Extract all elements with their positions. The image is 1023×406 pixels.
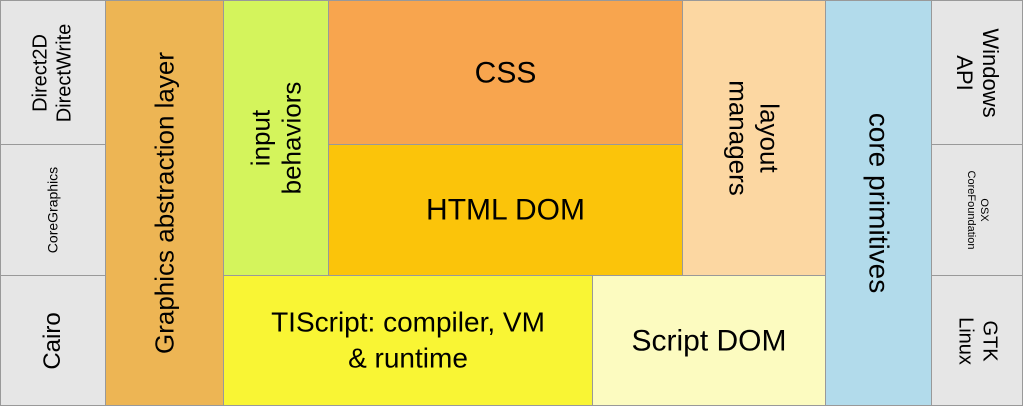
platform-windows: Windows API — [931, 0, 1023, 145]
core-primitives: core primitives — [825, 0, 932, 406]
backend-cairo-label: Cairo — [38, 311, 66, 370]
input-behaviors-line-1: input — [245, 109, 276, 167]
script-dom-block: Script DOM — [592, 275, 826, 406]
input-behaviors-label: input behaviors — [245, 82, 306, 195]
backend-direct2d-line-2: DirectWrite — [53, 23, 75, 122]
platform-linux-label: GTK Linux — [953, 316, 1001, 365]
input-behaviors: input behaviors — [223, 0, 329, 276]
backend-coregraphics-label: CoreGraphics — [44, 166, 61, 254]
platform-osx-label: OSX CoreFoundation — [964, 171, 990, 250]
layout-managers: layout managers — [682, 0, 826, 276]
platform-linux-line-1: GTK — [978, 319, 1001, 362]
html-dom-label: HTML DOM — [426, 193, 585, 227]
backend-direct2d-line-1: Direct2D — [29, 33, 52, 112]
tiscript-block: TIScript: compiler, VM & runtime — [223, 275, 593, 406]
input-behaviors-line-2: behaviors — [276, 81, 306, 195]
css-block: CSS — [328, 0, 683, 145]
backend-cairo: Cairo — [0, 275, 106, 406]
script-dom-label: Script DOM — [631, 323, 787, 357]
layout-managers-label: layout managers — [723, 80, 785, 196]
platform-linux-line-2: Linux — [955, 316, 977, 365]
platform-osx: OSX CoreFoundation — [931, 144, 1023, 276]
platform-linux: GTK Linux — [931, 275, 1023, 406]
graphics-abstraction-layer-label: Graphics abstraction layer — [149, 51, 180, 355]
tiscript-line-1: TIScript: compiler, VM — [271, 306, 545, 338]
platform-osx-line-2: CoreFoundation — [965, 170, 977, 250]
platform-windows-line-1: Windows — [977, 27, 1003, 118]
backend-direct2d-label: Direct2D DirectWrite — [29, 23, 76, 122]
core-primitives-label: core primitives — [863, 112, 895, 294]
platform-windows-label: Windows API — [951, 28, 1003, 117]
backend-coregraphics: CoreGraphics — [0, 144, 106, 276]
platform-osx-line-1: OSX — [977, 198, 990, 222]
tiscript-line-2: & runtime — [348, 342, 468, 374]
backend-direct2d: Direct2D DirectWrite — [0, 0, 106, 145]
html-dom-block: HTML DOM — [328, 144, 683, 276]
layout-managers-line-1: layout — [754, 103, 785, 173]
css-label: CSS — [474, 55, 537, 89]
layout-managers-line-2: managers — [724, 80, 754, 196]
graphics-abstraction-layer: Graphics abstraction layer — [105, 0, 224, 406]
platform-windows-line-2: API — [952, 54, 977, 91]
tiscript-label: TIScript: compiler, VM & runtime — [271, 304, 545, 377]
